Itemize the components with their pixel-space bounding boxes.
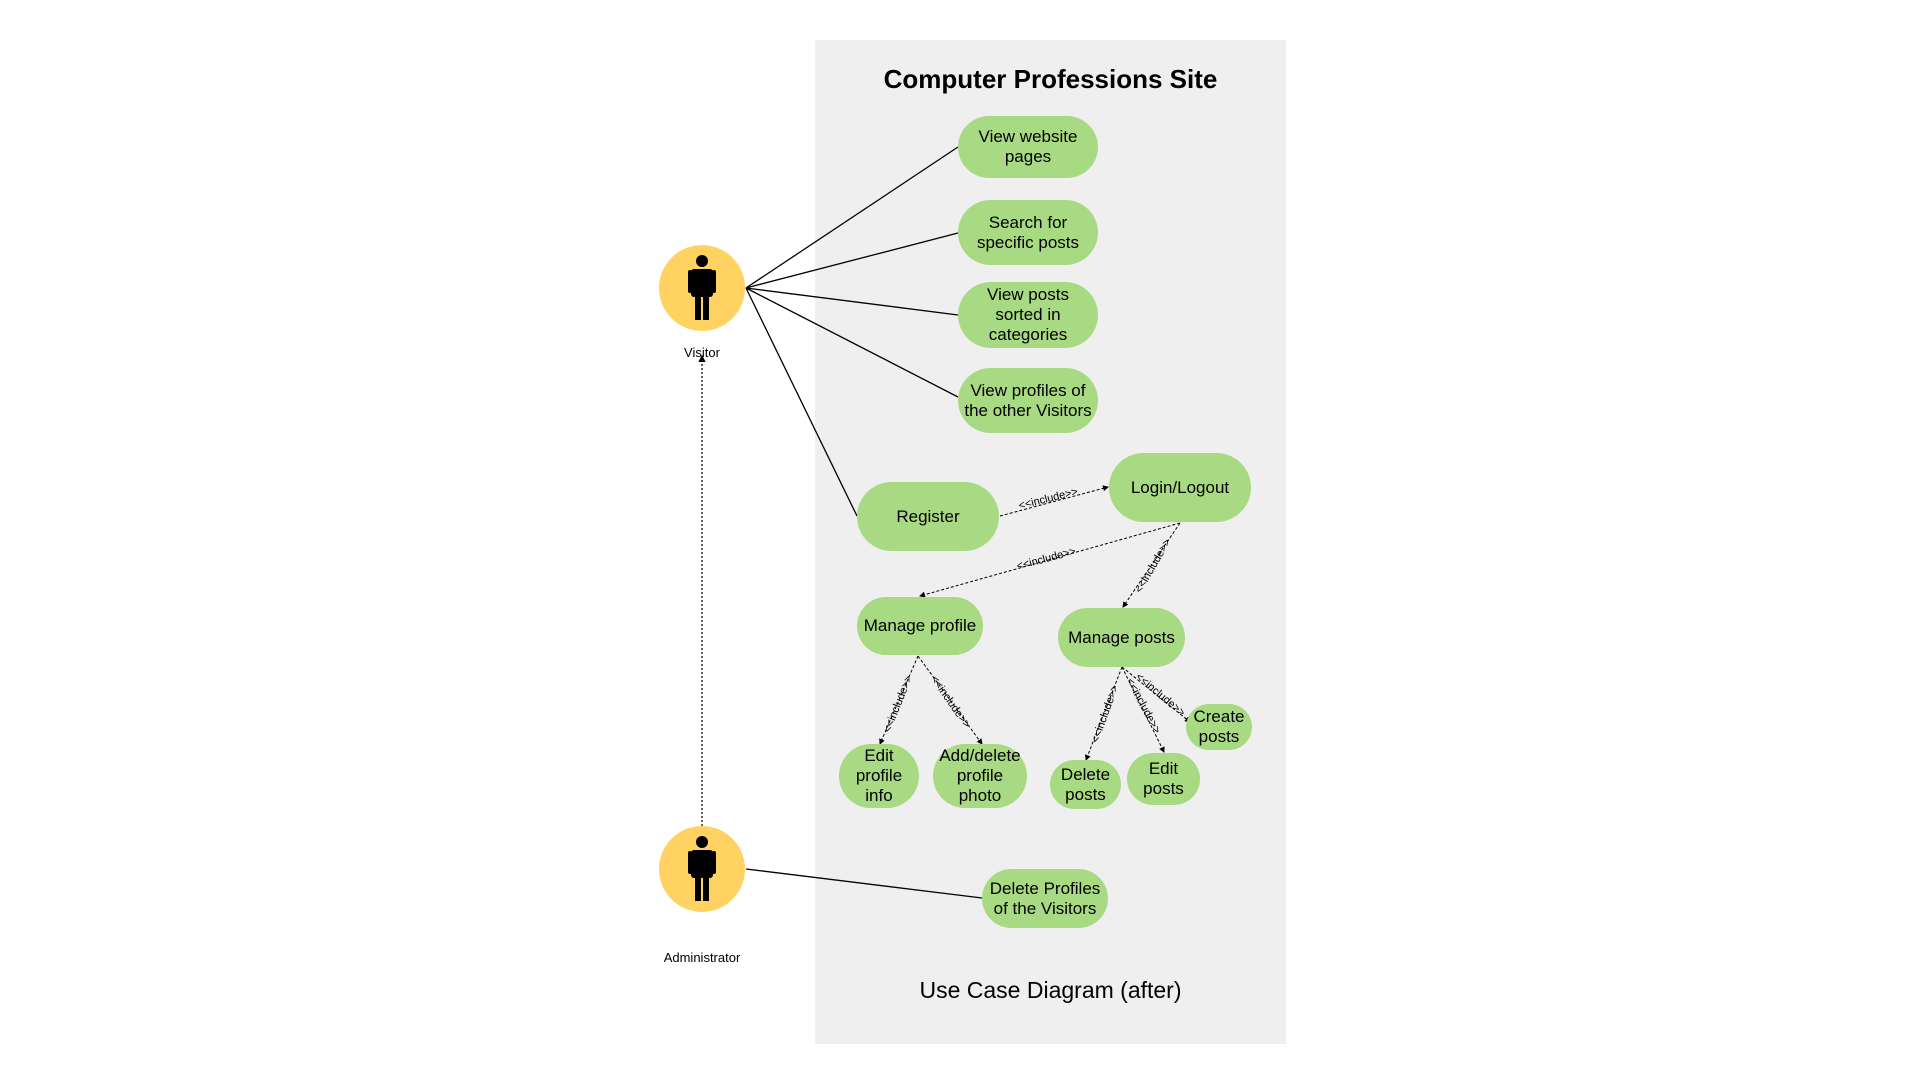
use-case-register[interactable]: Register xyxy=(857,482,999,551)
association-visitor-search-posts xyxy=(745,232,959,289)
association-visitor-view-sorted xyxy=(745,287,959,316)
actor-visitor[interactable] xyxy=(659,245,745,331)
use-case-manage-profile[interactable]: Manage profile xyxy=(857,597,983,655)
use-case-delete-profiles[interactable]: Delete Profiles of the Visitors xyxy=(982,869,1108,928)
diagram-title: Computer Professions Site xyxy=(883,64,1218,94)
actor-administrator[interactable] xyxy=(659,826,745,912)
include-register-login xyxy=(999,485,1109,517)
include-profile-edit-info xyxy=(879,655,919,745)
use-case-view-profiles[interactable]: View profiles of the other Visitors xyxy=(958,368,1098,433)
actor-visitor-label: Visitor xyxy=(684,345,720,360)
use-case-view-sorted-posts[interactable]: View posts sorted in categories xyxy=(958,282,1098,348)
include-posts-edit xyxy=(1121,666,1165,753)
use-case-add-delete-photo[interactable]: Add/delete profile photo xyxy=(933,744,1027,808)
association-visitor-register xyxy=(745,287,858,517)
association-visitor-view-pages xyxy=(745,146,959,289)
use-case-edit-profile-info[interactable]: Edit profile info xyxy=(839,744,919,808)
use-case-edit-posts[interactable]: Edit posts xyxy=(1127,753,1200,805)
diagram-caption: Use Case Diagram (after) xyxy=(919,977,1182,1003)
association-visitor-view-profiles xyxy=(745,287,959,398)
include-login-manage-posts xyxy=(1122,522,1181,608)
person-icon xyxy=(688,836,716,901)
use-case-login-logout[interactable]: Login/Logout xyxy=(1109,453,1251,522)
actor-administrator-label: Administrator xyxy=(663,950,741,965)
person-icon xyxy=(688,255,716,320)
include-posts-create xyxy=(1121,666,1191,723)
association-admin-delete-profiles xyxy=(745,868,983,899)
use-case-create-posts[interactable]: Create posts xyxy=(1186,704,1252,750)
use-case-search-posts[interactable]: Search for specific posts xyxy=(958,200,1098,265)
use-case-manage-posts[interactable]: Manage posts xyxy=(1058,608,1185,667)
include-profile-add-photo xyxy=(917,655,983,745)
include-login-manage-profile xyxy=(919,522,1181,598)
include-posts-delete xyxy=(1085,666,1123,761)
use-case-view-website-pages[interactable]: View website pages xyxy=(958,116,1098,178)
use-case-delete-posts[interactable]: Delete posts xyxy=(1050,760,1121,809)
